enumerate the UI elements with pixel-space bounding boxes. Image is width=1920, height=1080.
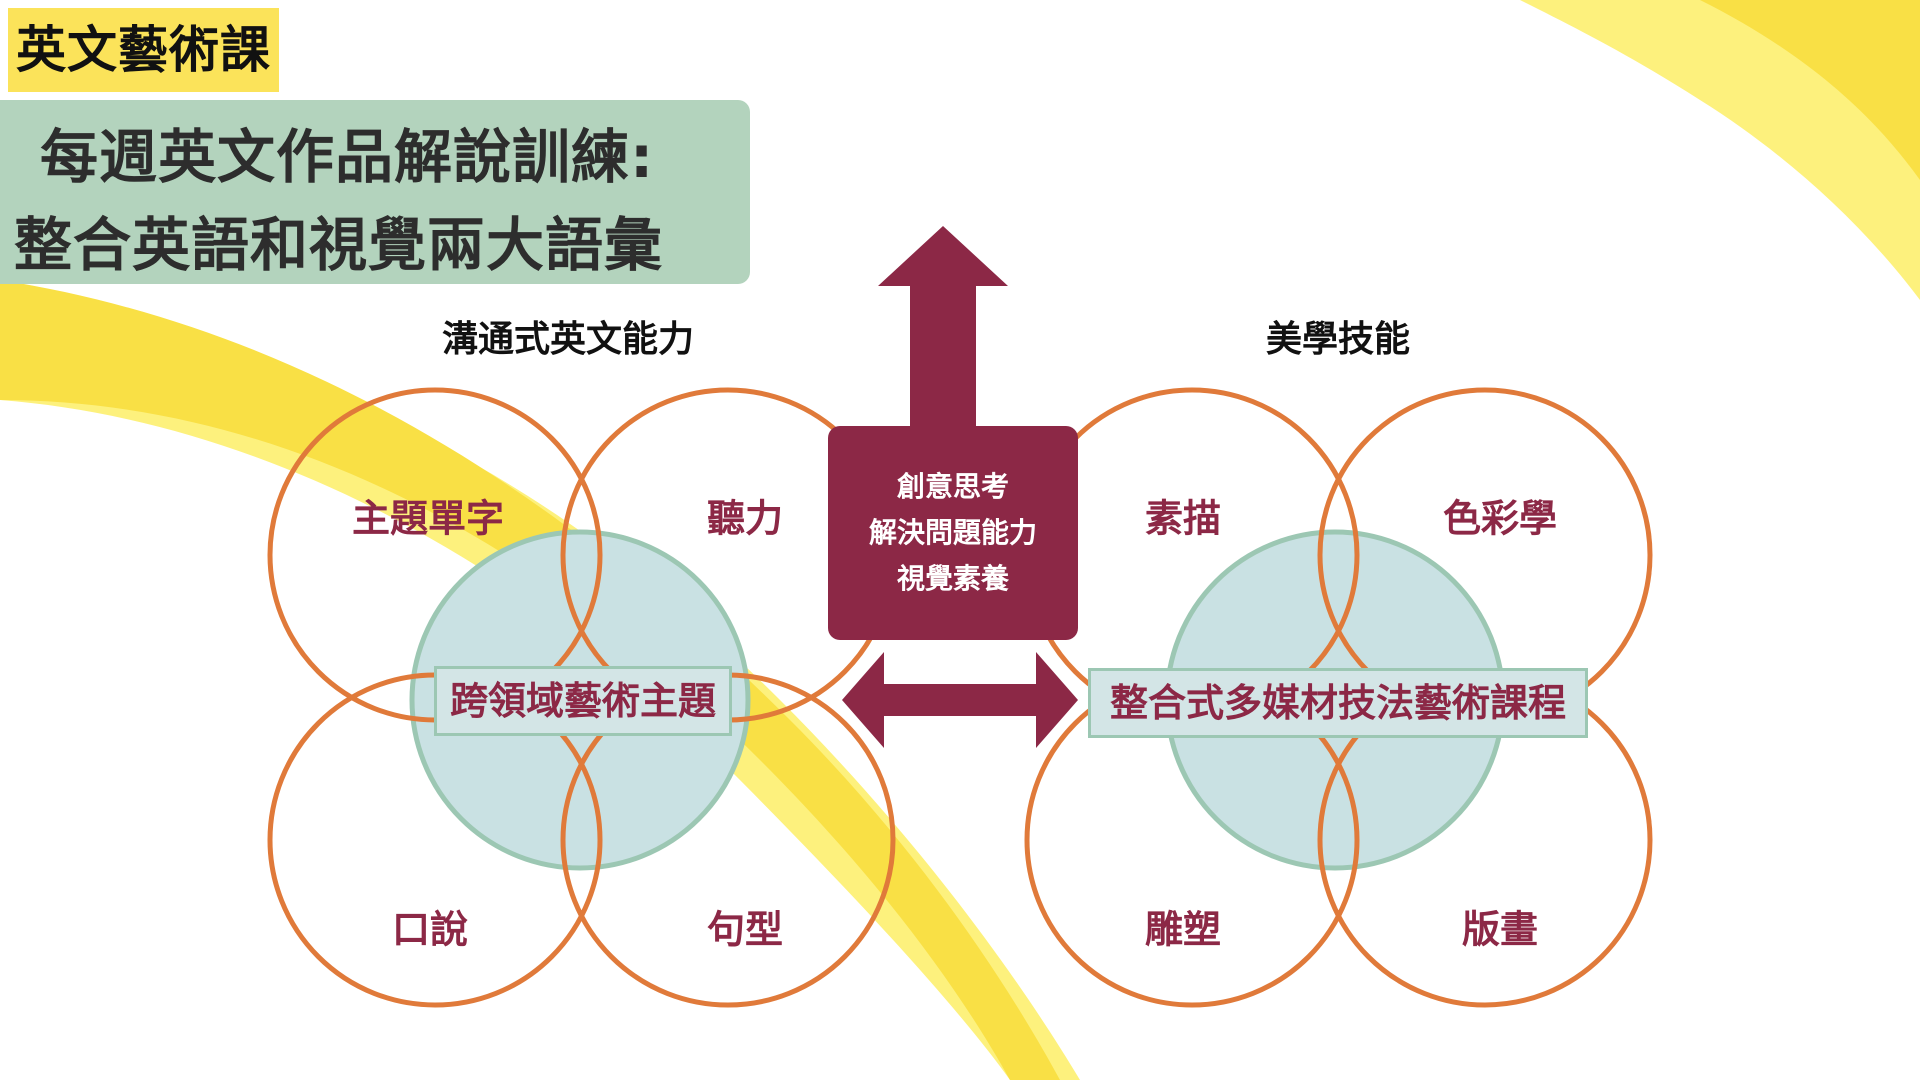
- left-section-heading: 溝通式英文能力: [442, 319, 695, 360]
- right-circle-label-printmaking: 版畫: [1461, 907, 1539, 952]
- page-title-line-2: 整合英語和視覺兩大語彙: [14, 211, 664, 279]
- left-swoosh-dark: [0, 280, 1060, 1080]
- right-circle-label-color: 色彩學: [1442, 496, 1558, 541]
- outcome-box: 創意思考 解決問題能力 視覺素養: [828, 426, 1078, 640]
- outcome-line-3: 視覺素養: [896, 562, 1009, 595]
- left-center-label: 跨領域藝術主題: [434, 666, 732, 736]
- title-banner: 每週英文作品解說訓練: 整合英語和視覺兩大語彙: [0, 100, 750, 284]
- right-center-label: 整合式多媒材技法藝術課程: [1088, 668, 1588, 738]
- outcome-line-2: 解決問題能力: [868, 516, 1037, 549]
- left-circle-label-listening: 聽力: [706, 496, 784, 541]
- outcome-line-1: 創意思考: [896, 470, 1009, 503]
- left-circle-label-vocabulary: 主題單字: [351, 496, 505, 541]
- course-tag: 英文藝術課: [8, 8, 279, 92]
- top-right-swoosh-dark: [1700, 0, 1920, 180]
- double-arrow: [842, 652, 1078, 748]
- up-arrow: [878, 226, 1008, 430]
- left-circle-label-sentence: 句型: [706, 907, 784, 952]
- right-section-heading: 美學技能: [1266, 319, 1411, 360]
- right-circle-label-sketch: 素描: [1144, 496, 1222, 541]
- page-title-line-1: 每週英文作品解說訓練:: [40, 123, 655, 191]
- right-circle-label-sculpture: 雕塑: [1144, 907, 1222, 952]
- left-circle-label-speaking: 口說: [391, 907, 469, 952]
